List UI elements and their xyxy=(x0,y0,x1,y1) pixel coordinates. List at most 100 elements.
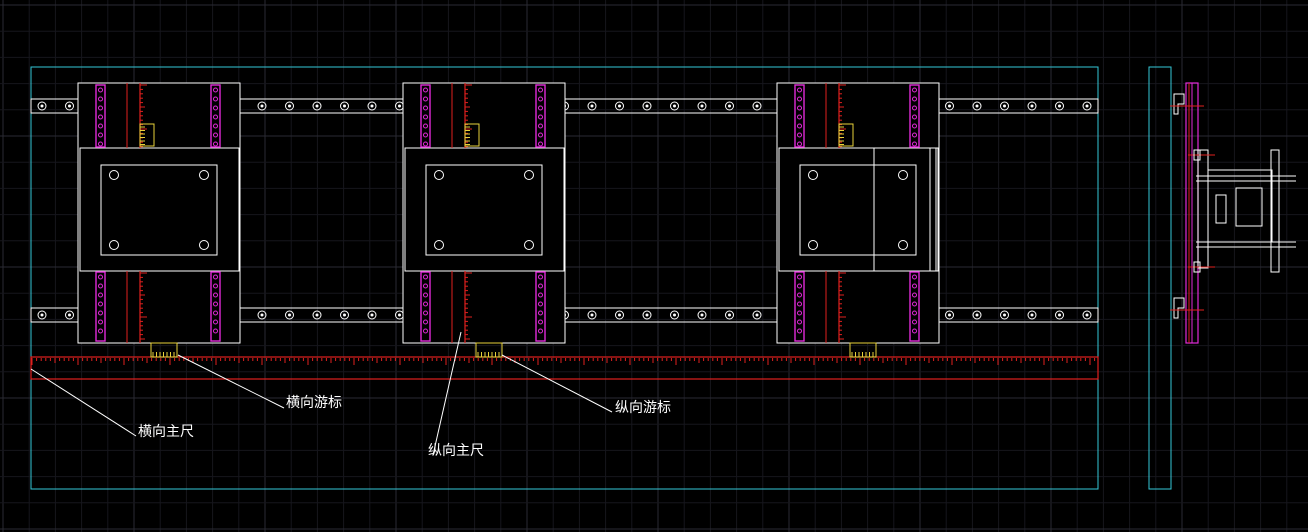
rail-bolt-hole xyxy=(340,310,349,320)
rail-bolt-center xyxy=(1058,313,1061,317)
rail-bolt-center xyxy=(1003,313,1006,317)
clamp-hole xyxy=(797,274,802,280)
main-scale-body xyxy=(30,356,1099,380)
clamp-hole xyxy=(213,283,218,289)
rail-bolt-hole xyxy=(752,310,762,320)
clamp-hole xyxy=(98,301,103,307)
clamp-hole xyxy=(912,114,917,120)
rail-bolt-hole xyxy=(670,101,679,111)
clamp-hole xyxy=(538,114,543,120)
rail-bolt-center xyxy=(948,313,951,317)
clamp-hole xyxy=(797,319,802,325)
clamp-hole xyxy=(538,292,543,298)
plate-bolt-hole xyxy=(898,240,908,250)
clamp-strip xyxy=(210,271,221,342)
side-pin xyxy=(1193,261,1201,273)
rail-bolt-hole xyxy=(285,101,294,111)
rail-bolt-center xyxy=(948,104,951,108)
rail-bolt-center xyxy=(40,313,44,317)
rail-bolt-center xyxy=(700,104,704,108)
clamp-hole xyxy=(98,123,103,129)
clamp-hole xyxy=(538,123,543,129)
leader-horizontal-vernier xyxy=(177,354,285,409)
side-rail-profile xyxy=(1173,93,1185,115)
rail-bolt-hole xyxy=(257,310,267,320)
clamp-hole xyxy=(98,114,103,120)
rail-bolt-center xyxy=(1030,313,1034,317)
clamp-hole xyxy=(423,114,428,120)
clamp-hole xyxy=(797,87,802,93)
rail-bolt-center xyxy=(618,104,621,108)
label-horizontal-vernier: 横向游标 xyxy=(286,395,342,411)
clamp-hole xyxy=(98,328,103,334)
slide-module-left xyxy=(77,82,241,358)
clamp-strip xyxy=(794,84,805,148)
rail-bolt-center xyxy=(645,104,649,108)
clamp-hole xyxy=(912,283,917,289)
clamp-hole xyxy=(423,96,428,102)
clamp-hole xyxy=(423,292,428,298)
clamp-hole xyxy=(797,96,802,102)
leader-vertical-vernier xyxy=(501,354,613,413)
clamp-hole xyxy=(538,328,543,334)
clamp-hole xyxy=(797,141,802,147)
clamp-hole xyxy=(912,96,917,102)
clamp-strip xyxy=(535,84,546,148)
rail-bolt-hole xyxy=(615,310,624,320)
plate-bolt-hole xyxy=(808,170,818,180)
clamp-hole xyxy=(912,141,917,147)
clamp-hole xyxy=(538,105,543,111)
rail-bolt-center xyxy=(673,104,676,108)
rail-bolt-center xyxy=(1085,104,1089,108)
rail-bolt-center xyxy=(343,104,346,108)
rail-bolt-hole xyxy=(1027,101,1037,111)
rail-bolt-hole xyxy=(615,101,624,111)
vertical-vernier xyxy=(139,123,155,147)
clamp-hole xyxy=(797,310,802,316)
rail-bolt-hole xyxy=(312,101,322,111)
clamp-hole xyxy=(98,96,103,102)
rail-bolt-center xyxy=(673,313,676,317)
clamp-hole xyxy=(423,123,428,129)
clamp-hole xyxy=(797,105,802,111)
vertical-vernier xyxy=(464,123,480,147)
clamp-strip xyxy=(909,84,920,148)
rail-bolt-hole xyxy=(1000,101,1009,111)
rail-bolt-hole xyxy=(725,101,734,111)
clamp-hole xyxy=(538,319,543,325)
vertical-vernier xyxy=(838,123,854,147)
rail-bolt-center xyxy=(755,313,759,317)
side-end-plate xyxy=(1270,149,1280,273)
side-inner-block xyxy=(1235,187,1263,227)
plate-bolt-hole xyxy=(524,240,534,250)
rail-bolt-center xyxy=(288,104,291,108)
clamp-strip xyxy=(95,271,106,342)
clamp-hole xyxy=(538,301,543,307)
rail-bolt-hole xyxy=(1027,310,1037,320)
clamp-hole xyxy=(797,301,802,307)
module-plate xyxy=(404,147,565,272)
clamp-hole xyxy=(797,328,802,334)
clamp-hole xyxy=(213,292,218,298)
rail-bolt-hole xyxy=(972,310,982,320)
rail-bolt-hole xyxy=(1082,101,1092,111)
clamp-hole xyxy=(423,310,428,316)
clamp-hole xyxy=(98,283,103,289)
clamp-hole xyxy=(423,141,428,147)
plate-bolt-hole xyxy=(898,170,908,180)
clamp-hole xyxy=(538,132,543,138)
clamp-hole xyxy=(213,319,218,325)
clamp-hole xyxy=(912,87,917,93)
rail-bolt-hole xyxy=(37,310,47,320)
rail-bolt-center xyxy=(1058,104,1061,108)
label-horizontal-main-scale: 横向主尺 xyxy=(138,424,194,440)
rail-bolt-hole xyxy=(972,101,982,111)
clamp-hole xyxy=(213,132,218,138)
rail-bolt-center xyxy=(370,104,374,108)
rail-bolt-center xyxy=(40,104,44,108)
clamp-hole xyxy=(912,274,917,280)
clamp-hole xyxy=(538,310,543,316)
rail-bolt-center xyxy=(1003,104,1006,108)
clamp-hole xyxy=(213,301,218,307)
